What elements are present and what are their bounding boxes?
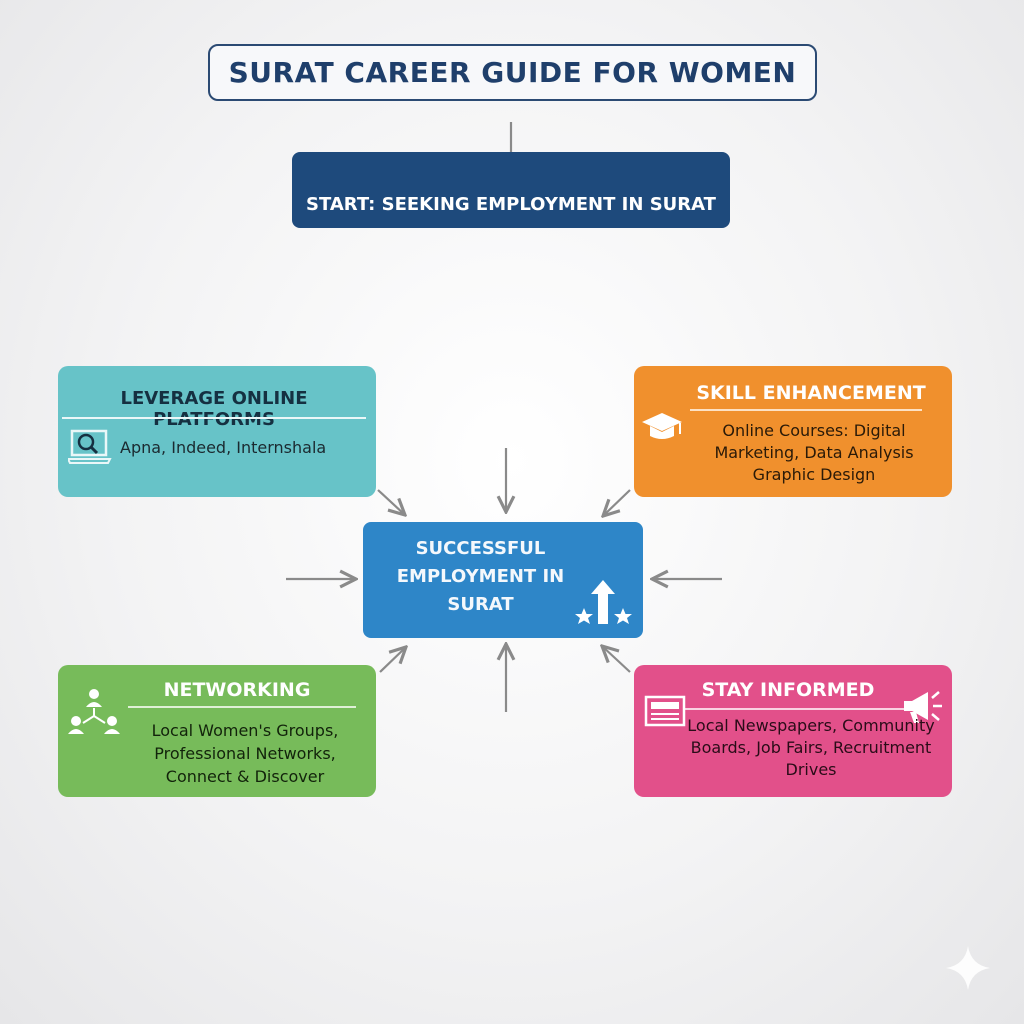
start-box: START: SEEKING EMPLOYMENT IN SURAT bbox=[292, 152, 730, 228]
skill-enhancement-text: Online Courses: Digital Marketing, Data … bbox=[714, 421, 914, 484]
arrow-informed-to-center bbox=[602, 646, 631, 673]
newspaper-icon bbox=[644, 695, 686, 731]
online-platforms-text: Apna, Indeed, Internshala bbox=[120, 438, 327, 457]
graduation-cap-icon bbox=[640, 410, 684, 448]
networking-text: Local Women's Groups, Professional Netwo… bbox=[151, 721, 339, 786]
stay-informed-title: STAY INFORMED bbox=[701, 679, 875, 701]
megaphone-icon bbox=[900, 687, 946, 731]
laptop-search-icon bbox=[66, 428, 112, 470]
successful-employment-box: SUCCESSFUL EMPLOYMENT IN SURAT bbox=[363, 522, 643, 638]
skill-enhancement-title: SKILL ENHANCEMENT bbox=[696, 382, 926, 404]
sparkle-icon bbox=[944, 944, 992, 996]
networking-card: NETWORKING Local Women's Groups, Profess… bbox=[58, 665, 376, 797]
stay-informed-divider bbox=[684, 708, 912, 710]
online-platforms-divider bbox=[62, 417, 366, 419]
online-platforms-card: LEVERAGE ONLINE PLATFORMS Apna, Indeed, … bbox=[58, 366, 376, 497]
stay-informed-text: Local Newspapers, Community Boards, Job … bbox=[687, 716, 935, 779]
arrow-network-to-center bbox=[379, 647, 406, 673]
successful-employment-label: SUCCESSFUL EMPLOYMENT IN SURAT bbox=[396, 538, 565, 615]
people-network-icon bbox=[66, 685, 122, 745]
arrow-up-stars-icon bbox=[573, 576, 637, 630]
skill-enhancement-divider bbox=[690, 409, 922, 411]
stay-informed-card: STAY INFORMED Local Newspapers, Communit… bbox=[634, 665, 952, 797]
online-platforms-title: LEVERAGE ONLINE PLATFORMS bbox=[120, 388, 308, 430]
arrow-online-to-center bbox=[377, 489, 405, 515]
arrow-skill-to-center bbox=[603, 489, 631, 516]
networking-divider bbox=[128, 706, 356, 708]
skill-enhancement-card: SKILL ENHANCEMENT Online Courses: Digita… bbox=[634, 366, 952, 497]
networking-title: NETWORKING bbox=[163, 679, 311, 701]
diagram-title: SURAT CAREER GUIDE FOR WOMEN bbox=[208, 44, 817, 101]
